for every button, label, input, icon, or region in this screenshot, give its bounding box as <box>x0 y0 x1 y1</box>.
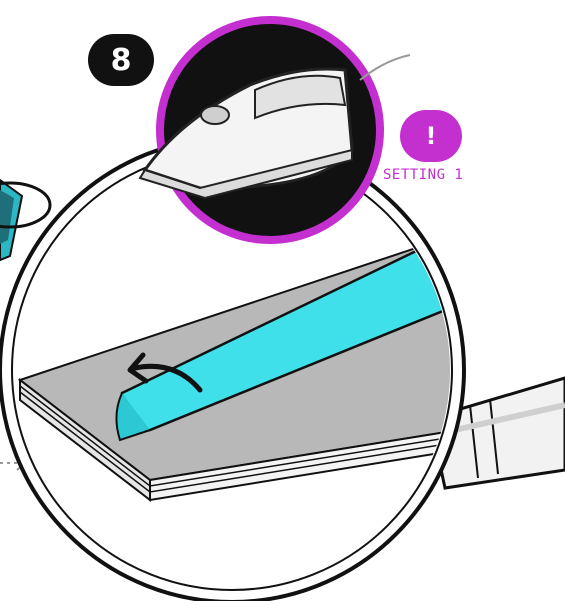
setting-label: SETTING 1 <box>383 167 463 183</box>
step-number: 8 <box>111 43 132 78</box>
step-number-badge: 8 <box>88 34 154 86</box>
exclamation-icon: ! <box>426 122 437 150</box>
alert-badge: ! <box>400 110 462 162</box>
